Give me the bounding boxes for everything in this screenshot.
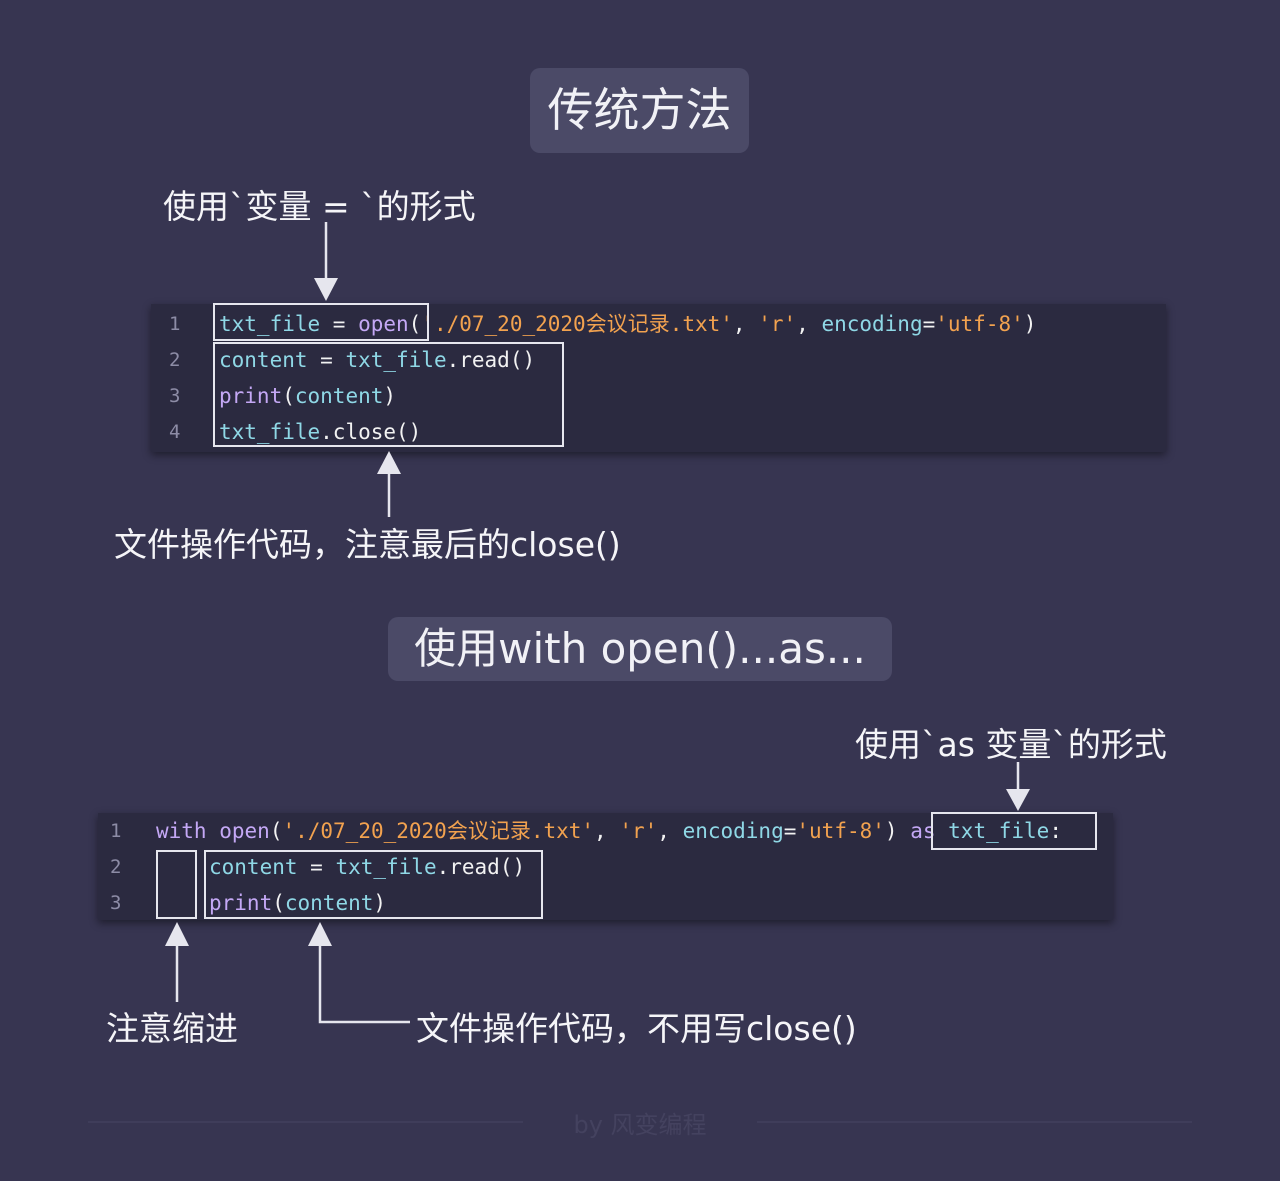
- code-token-ident: txt_file: [345, 348, 447, 372]
- code-token-plain: =: [307, 348, 346, 372]
- section1-title: 传统方法: [530, 68, 749, 153]
- code-token-string: 'utf-8': [796, 819, 885, 843]
- code-token-keyword: print: [219, 384, 283, 408]
- code-token-plain: =: [297, 855, 336, 879]
- code-token-keyword: open: [358, 312, 409, 336]
- highlight-box-file-ops: [213, 342, 564, 447]
- watermark: by 风变编程: [573, 1111, 707, 1139]
- code-token-string: 'r': [758, 312, 797, 336]
- code-token-ident: encoding: [682, 819, 784, 843]
- line-number: 4: [169, 421, 181, 443]
- arrow-head-up-icon: [377, 451, 401, 474]
- code-token-ident: content: [294, 384, 384, 408]
- code-line-1: txt_file = open('./07_20_2020会议记录.txt', …: [219, 306, 1036, 342]
- code-token-plain: ): [383, 384, 397, 408]
- code-token-ident: content: [219, 348, 308, 372]
- code-token-plain: ): [1023, 312, 1037, 336]
- code-token-plain: =: [320, 312, 359, 336]
- code-line-2: content = txt_file.read(): [219, 342, 535, 378]
- code-line-3: print(content): [219, 378, 396, 414]
- arrow-line-5: [318, 944, 410, 1024]
- code-token-ident: content: [284, 891, 374, 915]
- arrow-head-down-icon: [314, 278, 338, 301]
- code-block-with-open: 1 with open('./07_20_2020会议记录.txt', 'r', …: [98, 813, 1113, 920]
- code-token-ident: txt_file: [219, 420, 321, 444]
- annotation-close: 文件操作代码，注意最后的close(): [114, 525, 621, 564]
- code-line-4: txt_file.close(): [219, 414, 421, 450]
- code-token-keyword: with: [156, 819, 207, 843]
- arrow-head-up-icon: [308, 922, 332, 946]
- code-token-plain: ): [373, 891, 387, 915]
- annotation-as-variable: 使用`as 变量`的形式: [855, 725, 1167, 764]
- code-token-plain: .read(): [436, 855, 526, 879]
- code-token-ident: encoding: [821, 312, 923, 336]
- arrow-head-down-icon: [1006, 789, 1030, 811]
- code-token-plain: ,: [732, 312, 759, 336]
- code-token-plain: =: [783, 819, 797, 843]
- line-number: 1: [169, 313, 181, 335]
- code-token-keyword: print: [209, 891, 273, 915]
- line-number: 1: [110, 820, 122, 842]
- code-token-ident: content: [209, 855, 298, 879]
- code-token-plain: (: [269, 819, 283, 843]
- section2-title: 使用with open()...as...: [388, 617, 892, 681]
- code-token-keyword: open: [219, 819, 270, 843]
- code-token-string: 'r': [619, 819, 658, 843]
- code-token-plain: =: [922, 312, 936, 336]
- code-token-plain: .read(): [446, 348, 536, 372]
- code-token-plain: (: [408, 312, 422, 336]
- code-token-plain: :: [1049, 819, 1062, 843]
- line-number: 2: [110, 856, 122, 878]
- code-token-ident: txt_file: [219, 312, 321, 336]
- arrow-head-up-icon: [165, 922, 189, 946]
- code-token-ident: txt_file: [335, 855, 437, 879]
- line-number: 3: [169, 385, 181, 407]
- annotation-indent: 注意缩进: [106, 1009, 238, 1048]
- code-token-string: './07_20_2020会议记录.txt': [282, 819, 595, 843]
- code-token-string: 'utf-8': [935, 312, 1024, 336]
- code-token-plain: .close(): [320, 420, 422, 444]
- annotation-variable-assignment: 使用`变量 = `的形式: [163, 187, 476, 226]
- code-token-plain: ,: [594, 819, 620, 843]
- code-line-2: content = txt_file.read(): [209, 849, 525, 885]
- code-token-string: './07_20_2020会议记录.txt': [421, 312, 733, 336]
- highlight-box-indent: [156, 850, 197, 919]
- code-token-ident: txt_file: [948, 819, 1050, 843]
- line-number: 3: [110, 892, 122, 914]
- line-number: 2: [169, 349, 181, 371]
- code-line-3: print(content): [209, 885, 386, 921]
- highlight-box-assignment: [213, 303, 429, 341]
- code-token-plain: ): [884, 819, 911, 843]
- highlight-box-as: [931, 812, 1097, 850]
- code-token-plain: (: [272, 891, 285, 915]
- code-line-1: with open('./07_20_2020会议记录.txt', 'r', e…: [156, 813, 1062, 849]
- code-token-plain: ,: [796, 312, 822, 336]
- code-token-plain: (: [282, 384, 295, 408]
- code-token-plain: ,: [657, 819, 683, 843]
- highlight-box-file-ops-2: [204, 850, 543, 919]
- annotation-no-close: 文件操作代码，不用写close(): [416, 1009, 857, 1048]
